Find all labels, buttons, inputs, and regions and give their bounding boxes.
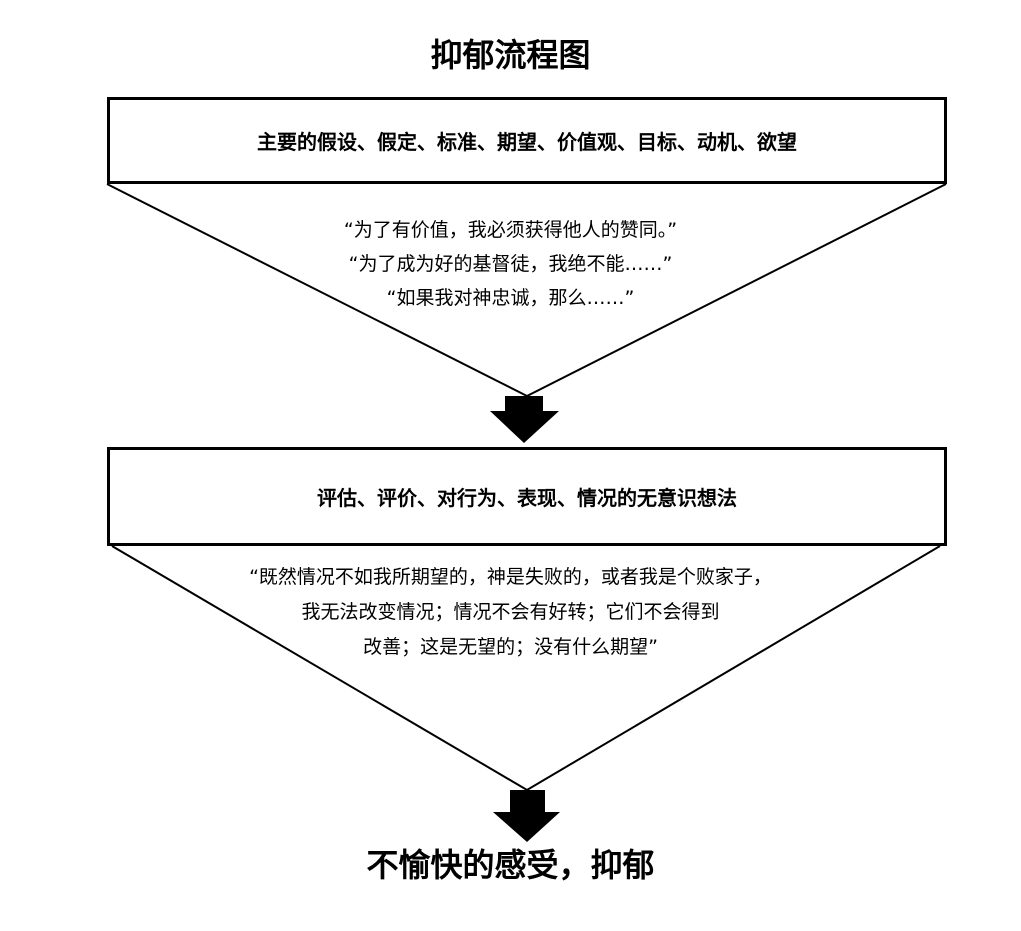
- assumptions-text: 主要的假设、假定、标准、期望、价值观、目标、动机、欲望: [257, 130, 797, 154]
- arrow-down-icon: [493, 790, 560, 842]
- evaluation-box: 评估、评价、对行为、表现、情况的无意识想法: [107, 447, 947, 546]
- diagram-title: 抑郁流程图: [430, 36, 591, 74]
- quote-line: “为了成为好的基督徒，我绝不能……”: [348, 253, 673, 275]
- quote-line: 改善；这是无望的；没有什么期望”: [363, 636, 658, 658]
- result-text: 不愉快的感受，抑郁: [366, 846, 655, 884]
- quote-group-2: “既然情况不如我所期望的，神是失败的，或者我是个败家子， 我无法改变情况；情况不…: [0, 560, 1021, 665]
- quote-line: “如果我对神忠诚，那么……”: [386, 287, 635, 309]
- quote-line: 我无法改变情况；情况不会有好转；它们不会得到: [301, 601, 720, 623]
- arrow-down-icon: [490, 396, 559, 443]
- quote-line: “为了有价值，我必须获得他人的赞同。”: [343, 219, 678, 241]
- assumptions-box: 主要的假设、假定、标准、期望、价值观、目标、动机、欲望: [107, 97, 947, 184]
- evaluation-text: 评估、评价、对行为、表现、情况的无意识想法: [317, 486, 737, 510]
- quote-group-1: “为了有价值，我必须获得他人的赞同。” “为了成为好的基督徒，我绝不能……” “…: [0, 213, 1021, 315]
- quote-line: “既然情况不如我所期望的，神是失败的，或者我是个败家子，: [249, 566, 772, 588]
